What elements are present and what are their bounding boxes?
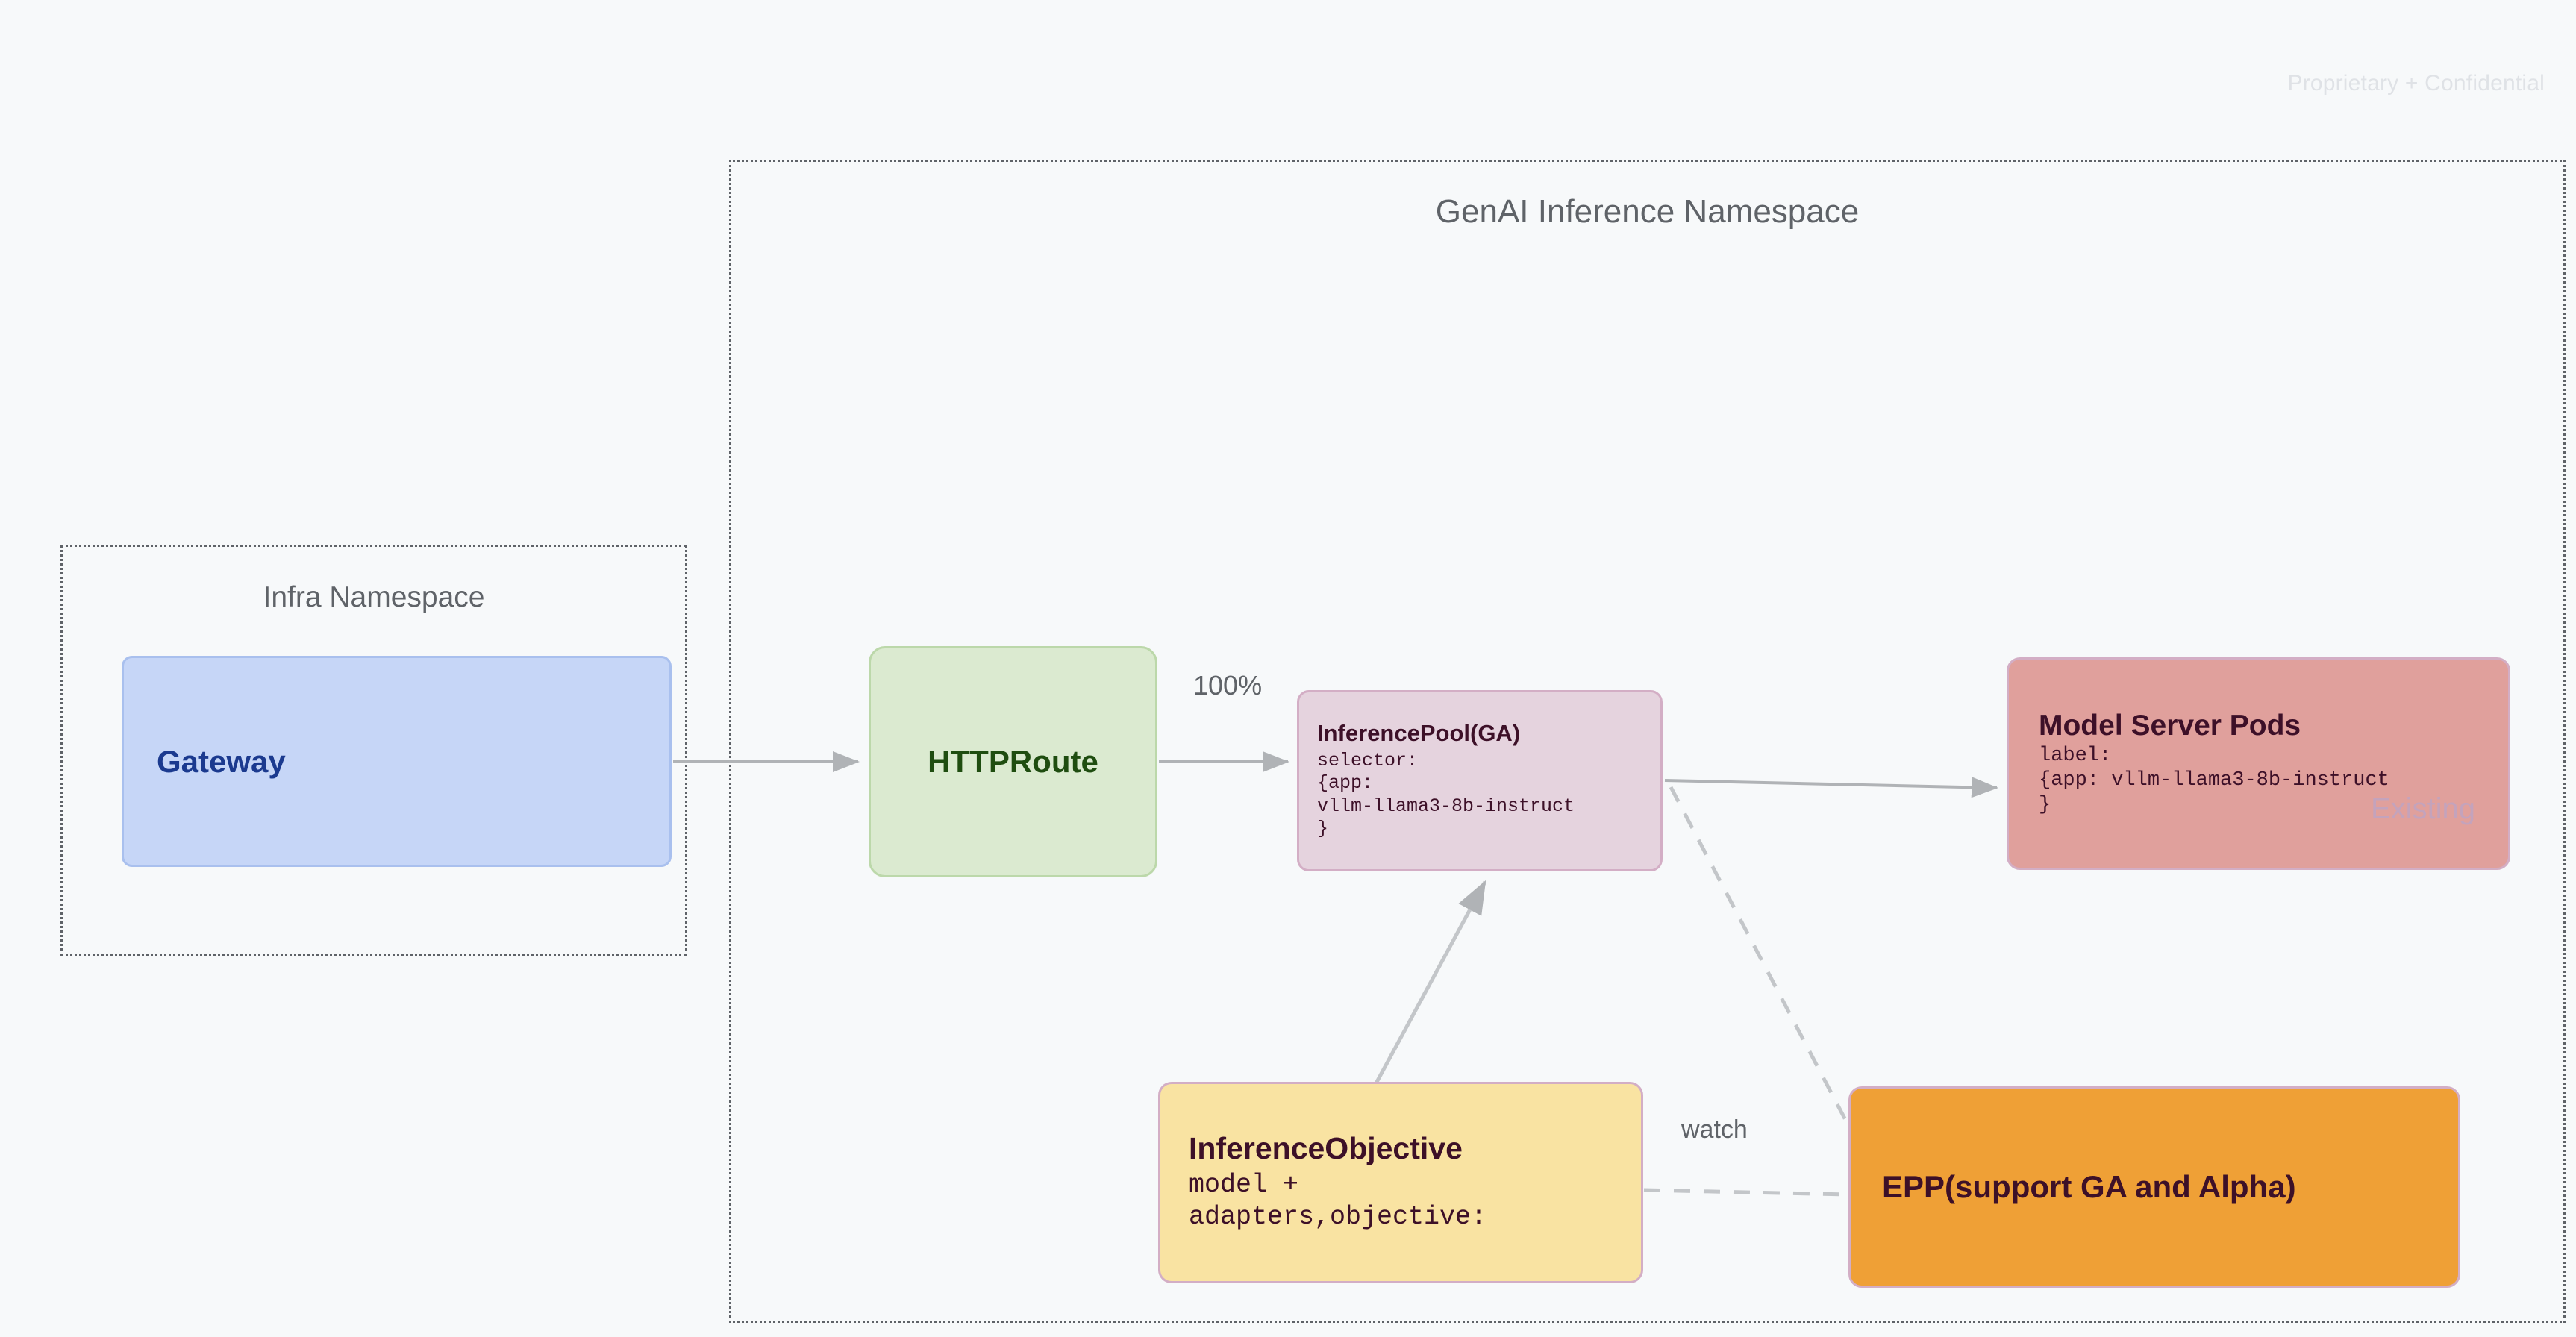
node-httproute-title: HTTPRoute <box>928 744 1098 780</box>
node-epp[interactable]: EPP(support GA and Alpha) <box>1848 1086 2460 1288</box>
namespace-genai-inference: GenAI Inference Namespace <box>729 160 2566 1323</box>
node-epp-title: EPP(support GA and Alpha) <box>1882 1169 2296 1205</box>
node-model-server-pods-title: Model Server Pods <box>2039 710 2301 742</box>
node-gateway-title: Gateway <box>157 743 286 779</box>
namespace-infra-title: Infra Namespace <box>263 581 485 613</box>
node-model-server-pods[interactable]: Model Server Pods label: {app: vllm-llam… <box>2007 657 2510 870</box>
watermark-label: Proprietary + Confidential <box>2287 71 2545 96</box>
namespace-infra: Infra Namespace <box>60 545 687 956</box>
node-model-server-pods-body: label: {app: vllm-llama3-8b-instruct } <box>2039 744 2389 816</box>
node-inference-objective-body: model + adapters,objective: <box>1189 1170 1487 1232</box>
edge-label-traffic-weight: 100% <box>1193 670 1263 701</box>
node-httproute[interactable]: HTTPRoute <box>869 646 1157 877</box>
namespace-genai-inference-title: GenAI Inference Namespace <box>1435 193 1860 230</box>
node-inference-objective-title: InferenceObjective <box>1189 1131 1463 1166</box>
node-inference-objective[interactable]: InferenceObjective model + adapters,obje… <box>1158 1082 1643 1283</box>
node-gateway[interactable]: Gateway <box>122 656 672 867</box>
node-inferencepool-title: InferencePool(GA) <box>1317 720 1521 747</box>
edge-label-watch: watch <box>1681 1115 1748 1144</box>
node-inferencepool-body: selector: {app: vllm-llama3-8b-instruct … <box>1317 749 1575 840</box>
status-badge-existing: Existing <box>2370 792 2475 825</box>
node-inferencepool[interactable]: InferencePool(GA) selector: {app: vllm-l… <box>1297 690 1663 871</box>
